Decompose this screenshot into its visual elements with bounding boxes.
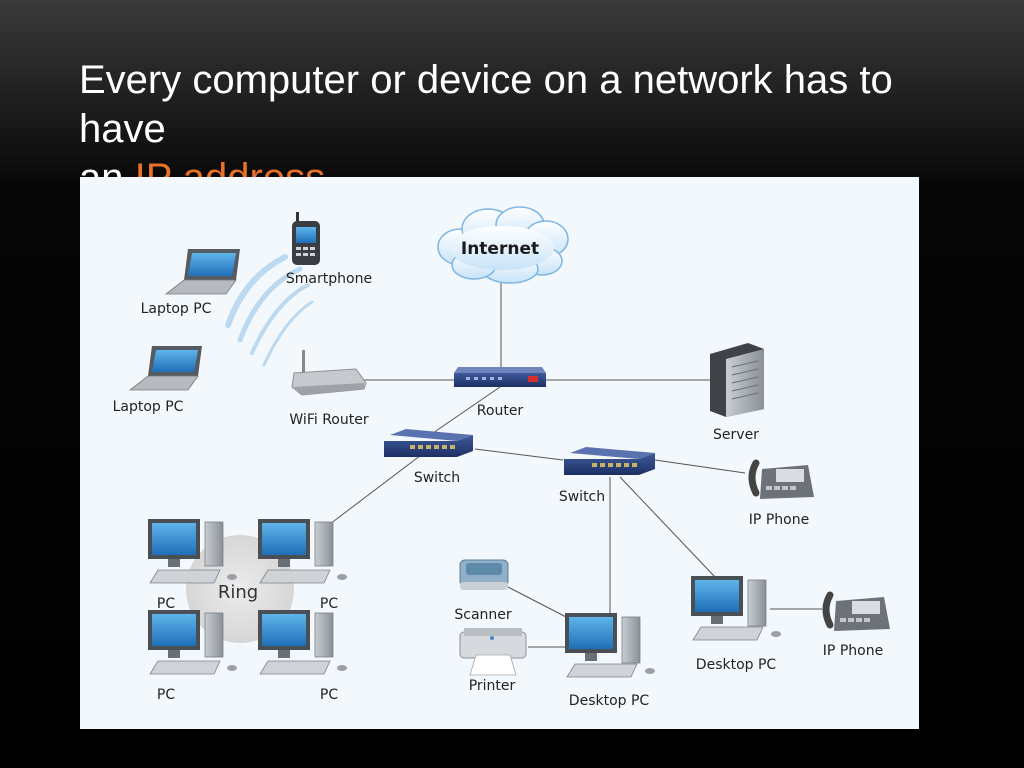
internet-label: Internet bbox=[461, 239, 539, 259]
pc-2-label: PC bbox=[320, 596, 338, 612]
network-diagram: Internet Router WiFi Router Smartphone L… bbox=[80, 177, 919, 729]
slide-title: Every computer or device on a network ha… bbox=[79, 56, 979, 203]
wifi-router-icon bbox=[291, 350, 367, 396]
wifi-router-label: WiFi Router bbox=[289, 412, 368, 428]
server-icon bbox=[710, 343, 764, 417]
smartphone-label: Smartphone bbox=[286, 271, 372, 287]
ip-phone-2-icon bbox=[822, 591, 890, 631]
wifi-waves bbox=[225, 254, 314, 367]
pc-3-label: PC bbox=[157, 687, 175, 703]
printer-label: Printer bbox=[469, 678, 516, 694]
server-label: Server bbox=[713, 427, 759, 443]
switch-1-icon bbox=[384, 429, 473, 457]
router-icon bbox=[454, 367, 546, 387]
pc-3-icon bbox=[148, 610, 237, 675]
scanner-label: Scanner bbox=[454, 607, 512, 623]
pc-2-icon bbox=[258, 519, 347, 584]
desktop-pc-2-label: Desktop PC bbox=[696, 657, 777, 673]
desktop-pc-1-icon bbox=[565, 613, 655, 678]
ring-label: Ring bbox=[218, 582, 258, 603]
scanner-icon bbox=[459, 559, 509, 590]
laptop-1-icon bbox=[164, 249, 240, 295]
printer-icon bbox=[459, 628, 527, 676]
switch-2-icon bbox=[564, 447, 655, 475]
pc-4-icon bbox=[258, 610, 347, 675]
laptop-1-label: Laptop PC bbox=[141, 301, 212, 317]
ip-phone-1-icon bbox=[748, 459, 814, 499]
laptop-2-icon bbox=[128, 346, 202, 391]
pc-1-label: PC bbox=[157, 596, 175, 612]
connection-lines bbox=[329, 272, 822, 648]
internet-cloud-icon bbox=[437, 206, 569, 284]
switch-2-label: Switch bbox=[559, 489, 605, 505]
ip-phone-2-label: IP Phone bbox=[823, 643, 883, 659]
pc-1-icon bbox=[148, 519, 237, 584]
title-line-1: Every computer or device on a network ha… bbox=[79, 58, 893, 151]
desktop-pc-1-label: Desktop PC bbox=[569, 693, 650, 709]
smartphone-icon bbox=[292, 212, 320, 265]
desktop-pc-2-icon bbox=[691, 576, 781, 641]
ip-phone-1-label: IP Phone bbox=[749, 512, 809, 528]
switch-1-label: Switch bbox=[414, 470, 460, 486]
laptop-2-label: Laptop PC bbox=[113, 399, 184, 415]
router-label: Router bbox=[477, 403, 524, 419]
pc-4-label: PC bbox=[320, 687, 338, 703]
